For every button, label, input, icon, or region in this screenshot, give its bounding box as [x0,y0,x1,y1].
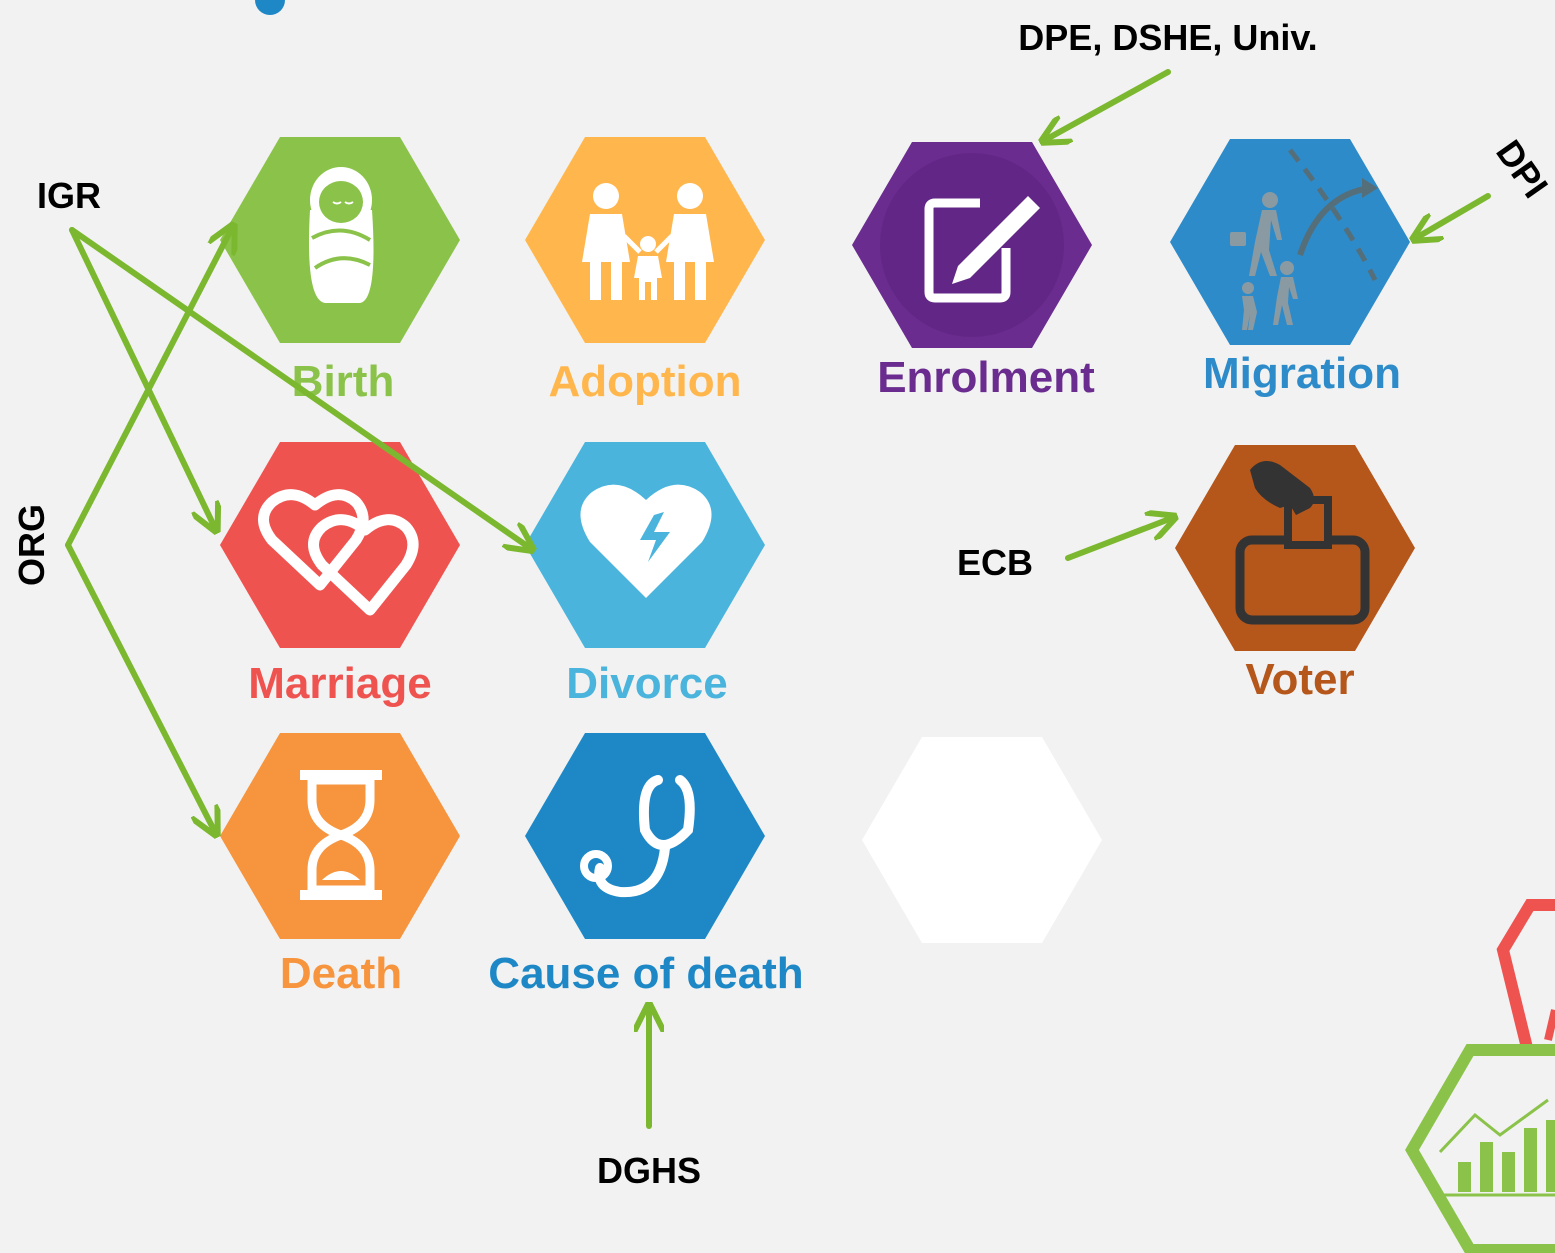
corner-hexagons [1405,899,1555,1253]
growth-chart-icon [1438,1098,1555,1197]
enrolment-node: Enrolment [852,142,1095,402]
family-icon [582,183,714,300]
voter-node: Voter [1175,445,1415,704]
broken-heart-icon [580,484,712,598]
agency-dpe-label: DPE, DSHE, Univ. [1018,17,1317,58]
ballot-box-icon [1235,461,1370,625]
adoption-node: Adoption [525,137,765,406]
arrow-org-birth [65,228,232,548]
arrow-igr-divorce [69,227,530,548]
hourglass-icon [300,770,382,900]
voter-label: Voter [1245,655,1354,704]
agency-org-label: ORG [11,504,52,586]
migration-label: Migration [1203,349,1401,398]
migration-node: Migration [1170,139,1410,398]
hearts-icon [258,489,419,616]
arrow-dpi-migration [1416,193,1491,238]
marriage-node: Marriage [220,442,460,708]
birth-node: Birth [220,137,460,406]
arrow-igr-marriage [69,227,215,528]
agency-ecb-label: ECB [957,542,1033,583]
arrow-ecb-voter [1065,518,1172,561]
adoption-label: Adoption [548,357,741,406]
divorce-label: Divorce [566,659,727,708]
agency-dghs-label: DGHS [597,1150,701,1191]
agency-igr-label: IGR [37,175,101,216]
death-label: Death [280,949,402,998]
empty-hexagon [862,737,1102,943]
arrow-dpe-enrolment [1045,69,1171,140]
agency-dpi-label: DPI [1488,132,1555,205]
migration-icon [1230,148,1378,330]
enrolment-label: Enrolment [877,353,1095,402]
divorce-node: Divorce [525,442,765,708]
baby-icon [309,167,374,303]
stethoscope-icon [580,775,695,898]
cause-of-death-label: Cause of death [488,949,803,998]
arrows [65,69,1491,1129]
edit-form-icon [924,196,1040,303]
birth-label: Birth [292,357,395,406]
arrow-org-death [65,542,215,832]
cause-of-death-node: Cause of death [488,733,804,998]
marriage-label: Marriage [248,659,431,708]
death-node: Death [220,733,460,998]
logo-fragment [255,0,285,15]
